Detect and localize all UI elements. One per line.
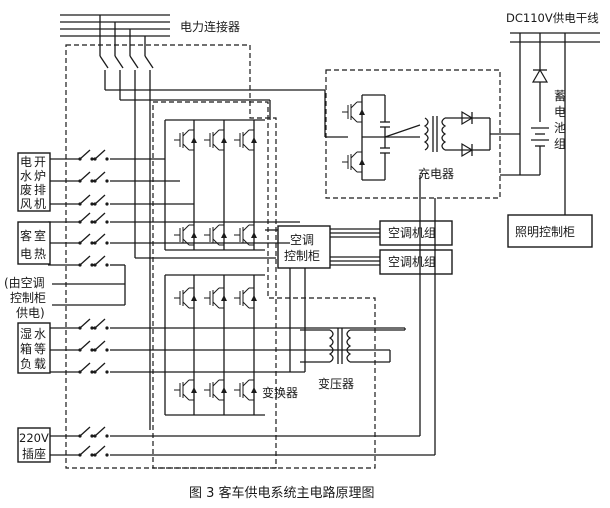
humidifier-labels: 湿 水 箱 等 负 载 xyxy=(20,326,46,371)
ac-unit-2-label: 空调机组 xyxy=(388,255,436,269)
ac-powered-note: (由空调 控制柜 供电) xyxy=(4,276,46,320)
charger-circuit xyxy=(341,94,520,181)
rectifier-bridge xyxy=(164,119,265,251)
svg-text:水: 水 xyxy=(34,327,46,341)
svg-text:电: 电 xyxy=(20,155,32,169)
svg-text:控制柜: 控制柜 xyxy=(10,291,46,305)
svg-text:等: 等 xyxy=(34,342,46,356)
svg-text:箱: 箱 xyxy=(20,341,32,356)
svg-text:电: 电 xyxy=(554,105,566,119)
svg-text:负: 负 xyxy=(20,357,32,371)
humidifier-load-box xyxy=(17,322,51,374)
svg-text:水: 水 xyxy=(20,169,32,183)
svg-text:供电): 供电) xyxy=(16,306,45,320)
socket-labels: 220V 插座 xyxy=(19,431,49,461)
ac-cabinet-label-1: 空调 xyxy=(290,233,314,247)
transformer-label: 变压器 xyxy=(318,376,354,391)
svg-text:热: 热 xyxy=(34,247,46,261)
svg-text:炉: 炉 xyxy=(34,169,46,183)
ac-feed-lines xyxy=(265,228,380,372)
load-switches xyxy=(48,149,110,458)
svg-text:开: 开 xyxy=(34,155,46,169)
svg-text:室: 室 xyxy=(34,228,46,243)
svg-text:电: 电 xyxy=(20,247,32,261)
boiler-fan-labels: 电 开 水 炉 废 排 风 机 xyxy=(20,155,46,211)
lighting-cabinet-label: 照明控制柜 xyxy=(515,225,575,239)
power-connector-bus xyxy=(60,14,170,100)
ac-unit-1 xyxy=(379,220,453,246)
cabin-heater-load-box xyxy=(17,221,51,265)
transformer xyxy=(300,328,405,364)
ac-unit-2 xyxy=(379,249,453,275)
svg-text:池: 池 xyxy=(554,121,566,135)
main-cabinet-region xyxy=(65,44,277,469)
ac-control-cabinet xyxy=(277,225,331,269)
inverter-bridge xyxy=(164,274,265,416)
svg-text:载: 载 xyxy=(34,357,46,371)
socket-load-box xyxy=(17,427,51,463)
svg-text:废: 废 xyxy=(20,182,32,197)
svg-text:排: 排 xyxy=(34,183,46,197)
svg-text:组: 组 xyxy=(554,137,566,151)
cabin-heater-labels: 客 室 电 热 xyxy=(20,228,46,261)
battery-label: 蓄 电 池 组 xyxy=(554,89,566,151)
svg-text:蓄: 蓄 xyxy=(554,89,566,103)
svg-text:机: 机 xyxy=(34,197,46,211)
feed-lines xyxy=(105,88,348,430)
svg-text:风: 风 xyxy=(20,197,32,211)
svg-text:220V: 220V xyxy=(19,431,49,445)
dc110v-bus xyxy=(500,32,600,215)
charger-label: 充电器 xyxy=(418,166,454,181)
ac-unit-1-label: 空调机组 xyxy=(388,226,436,240)
ac-cabinet-label-2: 控制柜 xyxy=(284,249,320,263)
inverter-region xyxy=(152,101,376,469)
figure-caption: 图 3 客车供电系统主电路原理图 xyxy=(189,485,375,501)
inverter-label: 变换器 xyxy=(262,385,298,400)
svg-text:湿: 湿 xyxy=(20,326,32,341)
svg-text:客: 客 xyxy=(20,228,32,243)
svg-text:插座: 插座 xyxy=(22,446,46,461)
lighting-control-cabinet xyxy=(507,214,593,248)
charger-region xyxy=(325,69,501,199)
load-bus-lines xyxy=(110,158,436,456)
svg-text:(由空调: (由空调 xyxy=(4,276,45,290)
dc-bus-label: DC110V供电干线 xyxy=(506,11,599,25)
boiler-fan-load-box xyxy=(17,152,51,212)
power-connector-label: 电力连接器 xyxy=(180,19,240,34)
